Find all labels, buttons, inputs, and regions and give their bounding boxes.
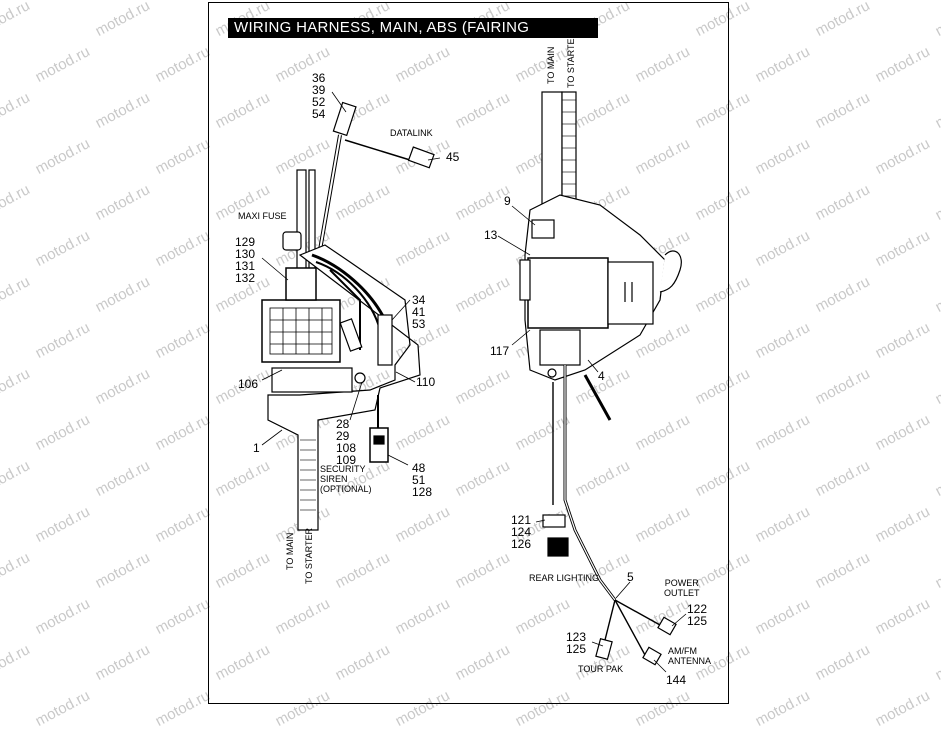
- right-to-starter-label: TO STARTER: [566, 31, 576, 88]
- callout-number: 53: [412, 317, 426, 331]
- callout-144: 144: [666, 673, 687, 687]
- tour-pak-label: TOUR PAK: [578, 664, 624, 674]
- siren-connector: [369, 427, 389, 463]
- label-line: POWER: [664, 578, 699, 588]
- power-outlet-label: POWER OUTLET: [664, 578, 700, 598]
- label-line: SIREN: [320, 474, 348, 484]
- left-to-main-label: TO MAIN: [285, 532, 295, 570]
- callout-28-109: 28 29 108 109: [336, 418, 356, 466]
- callout-45: 45: [446, 150, 460, 164]
- callout-number: 36: [312, 71, 326, 85]
- diagram-frame: [208, 2, 729, 704]
- callout-number: 121: [511, 513, 532, 527]
- label-line: AM/FM: [668, 646, 697, 656]
- callout-129-132: 129 130 131 132: [235, 236, 255, 284]
- callout-number: 130: [235, 247, 256, 261]
- callout-number: 34: [412, 293, 426, 307]
- callout-106: 106: [238, 377, 259, 391]
- callout-9: 9: [504, 194, 511, 208]
- security-siren-label: SECURITY SIREN (OPTIONAL): [320, 464, 372, 494]
- diagram-title: WIRING HARNESS, MAIN, ABS (FAIRING MODEL…: [228, 18, 598, 56]
- callout-number: 123: [566, 630, 587, 644]
- rear-lighting-connector: [542, 514, 566, 528]
- callout-48-128: 48 51 128: [412, 462, 432, 498]
- callout-34-53: 34 41 53: [412, 294, 425, 330]
- callout-110: 110: [416, 375, 436, 389]
- callout-number: 39: [312, 83, 326, 97]
- amfm-antenna-label: AM/FM ANTENNA: [668, 646, 711, 666]
- callout-number: 125: [566, 642, 587, 656]
- maxi-fuse-label: MAXI FUSE: [238, 211, 287, 221]
- callout-number: 41: [412, 305, 426, 319]
- abs-module: [527, 257, 609, 329]
- callout-number: 126: [511, 537, 532, 551]
- callout-123-125: 123 125: [566, 631, 586, 655]
- callout-117: 117: [490, 344, 510, 358]
- fuse-block: [261, 299, 341, 363]
- callout-121-126: 121 124 126: [511, 514, 531, 550]
- callout-1: 1: [253, 441, 260, 455]
- callout-number: 125: [687, 614, 708, 628]
- antenna-connector: [642, 646, 662, 666]
- callout-number: 28: [336, 417, 350, 431]
- callout-number: 52: [312, 95, 326, 109]
- right-to-main-label: TO MAIN: [546, 46, 556, 84]
- callout-4: 4: [598, 369, 605, 383]
- callout-number: 129: [235, 235, 256, 249]
- callout-number: 122: [687, 602, 708, 616]
- callout-5: 5: [627, 570, 634, 584]
- callout-number: 131: [235, 259, 256, 273]
- datalink-connector: [407, 146, 435, 169]
- callout-number: 29: [336, 429, 350, 443]
- label-line: ANTENNA: [668, 656, 712, 666]
- datalink-label: DATALINK: [390, 128, 433, 138]
- callout-number: 128: [412, 485, 433, 499]
- callout-number: 51: [412, 473, 426, 487]
- callout-number: 109: [336, 453, 357, 467]
- label-line: SECURITY: [320, 464, 366, 474]
- callout-number: 108: [336, 441, 357, 455]
- callout-number: 48: [412, 461, 426, 475]
- callout-number: 124: [511, 525, 532, 539]
- callout-number: 132: [235, 271, 256, 285]
- callout-122-125: 122 125: [687, 603, 707, 627]
- rear-lighting-label: REAR LIGHTING: [529, 573, 600, 583]
- left-lower-module: [271, 367, 353, 393]
- label-line: (OPTIONAL): [320, 484, 372, 494]
- power-outlet-connector: [657, 616, 677, 636]
- callout-number: 54: [312, 107, 326, 121]
- rear-harness: [563, 365, 617, 601]
- wiring-harness-drawing: [261, 91, 687, 673]
- left-to-starter-label: TO STARTER: [304, 527, 314, 584]
- tour-pak-connector: [595, 638, 613, 660]
- label-line: OUTLET: [664, 588, 700, 598]
- callout-36-54: 36 39 52 54: [312, 72, 325, 120]
- callout-13: 13: [484, 228, 498, 242]
- maxi-fuse: [285, 267, 317, 301]
